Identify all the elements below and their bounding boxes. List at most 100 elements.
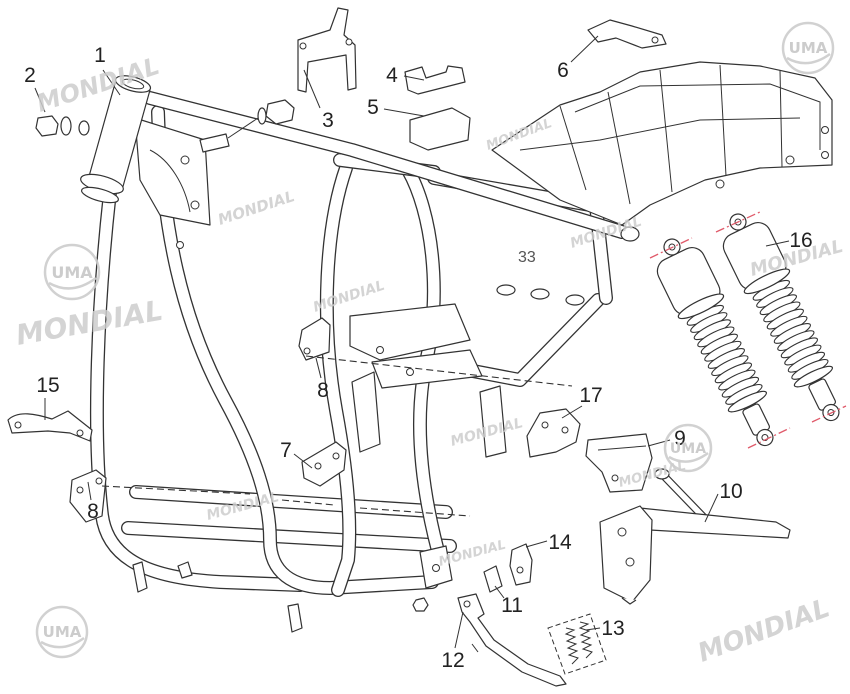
callout-8-upper: 8 xyxy=(317,379,329,402)
leader-2 xyxy=(34,87,46,113)
stand-hole xyxy=(617,527,627,537)
callout-10: 10 xyxy=(719,480,742,503)
small-bracket xyxy=(132,561,148,593)
mount-hole xyxy=(406,368,414,376)
part-10-center-stand xyxy=(599,468,791,605)
logo-text: UMA xyxy=(789,39,828,57)
brand-watermark: MONDIAL xyxy=(13,294,165,352)
callout-11: 11 xyxy=(501,594,523,617)
callout-15: 15 xyxy=(36,374,59,397)
small-nut xyxy=(412,597,429,612)
logo-swoosh xyxy=(668,451,709,463)
leader-7 xyxy=(293,453,313,469)
leader-4 xyxy=(403,75,425,81)
bracket-hole xyxy=(541,421,549,429)
washer xyxy=(257,107,267,125)
plate xyxy=(298,317,331,361)
callout-1: 1 xyxy=(94,44,106,67)
callout-6: 6 xyxy=(557,59,569,82)
bracket-hole xyxy=(651,36,659,44)
bracket-fold xyxy=(597,445,647,451)
callout-5: 5 xyxy=(367,96,379,119)
head-bolt-assembly xyxy=(199,99,295,153)
bottom-rail-lower xyxy=(128,528,450,546)
leader-13 xyxy=(585,627,601,631)
center-line xyxy=(747,427,791,449)
seat-pan-crossbar xyxy=(519,117,801,151)
plate-hole xyxy=(314,462,322,470)
bracket xyxy=(297,7,357,93)
rear-gusset-right xyxy=(479,385,507,458)
rod-end xyxy=(654,468,670,480)
spring xyxy=(578,621,593,659)
leader-8-lower xyxy=(87,481,92,501)
part-3-bracket xyxy=(297,7,357,93)
gusset-edge xyxy=(149,149,191,213)
part-2-nut-washers xyxy=(35,115,90,137)
seat-pan-rib xyxy=(719,64,727,177)
bracket-hole xyxy=(516,566,524,574)
center-line xyxy=(811,405,847,423)
part-15-strap xyxy=(7,410,93,442)
seat-pan-rib xyxy=(559,105,587,191)
part-13-springs xyxy=(547,613,607,675)
leader-8-upper xyxy=(315,357,322,379)
cover-rim xyxy=(677,293,725,320)
shock-mount-boss xyxy=(620,226,640,242)
part-6-bracket xyxy=(587,19,667,49)
shock-spring xyxy=(684,301,765,409)
bracket xyxy=(585,433,653,493)
head-gusset-plate xyxy=(134,117,211,226)
engine-mount-bushing xyxy=(565,294,585,306)
part-12-side-stand xyxy=(457,593,567,687)
leader-14 xyxy=(525,540,548,548)
leader-lines xyxy=(34,35,790,649)
assembly-line xyxy=(359,507,471,517)
part-9-bracket xyxy=(585,433,653,493)
leader-5 xyxy=(383,108,425,117)
spring-seat xyxy=(793,365,834,388)
leader-12 xyxy=(454,611,464,649)
engine-mount-bushing xyxy=(496,284,516,296)
bracket-hole xyxy=(611,474,619,482)
plate-hole xyxy=(303,347,311,355)
callout-2: 2 xyxy=(24,64,36,87)
uma-logo: UMA xyxy=(781,21,835,75)
brand-watermark: MONDIAL xyxy=(216,187,297,229)
part-8-plate-lower xyxy=(69,469,107,523)
cover-rim xyxy=(743,268,791,295)
rear-seat-pan xyxy=(491,61,833,226)
spring-set-outline xyxy=(547,613,607,675)
callout-16: 16 xyxy=(789,229,812,252)
logo-text: UMA xyxy=(670,441,706,457)
bolt-axis xyxy=(227,117,259,139)
head-tube-bore xyxy=(121,78,145,90)
part-8-plate-upper xyxy=(298,317,331,361)
bracket xyxy=(526,408,581,458)
part-14-bracket xyxy=(509,543,533,586)
stand-arm xyxy=(639,507,791,539)
spring xyxy=(564,627,579,665)
shock-spring xyxy=(750,276,831,384)
small-bolt xyxy=(471,643,479,653)
stand-hole xyxy=(625,557,635,567)
part-17-bracket xyxy=(526,408,581,458)
leader-16 xyxy=(765,240,790,247)
strap-hole xyxy=(76,429,84,437)
frame: 33 xyxy=(80,61,833,590)
callout-8-lower: 8 xyxy=(87,500,99,523)
seat-pan-inner-rim xyxy=(574,83,821,150)
assembly-line xyxy=(281,499,335,506)
logo-text: UMA xyxy=(43,623,82,641)
stand-pivot-hole xyxy=(463,600,471,608)
callout-14: 14 xyxy=(548,531,572,554)
rear-gusset-left xyxy=(351,371,381,453)
uma-logo: UMA xyxy=(43,243,101,301)
logo-text: UMA xyxy=(51,263,93,282)
strap-hole xyxy=(14,421,22,429)
callout-4: 4 xyxy=(386,64,398,87)
callouts: 1 2 3 4 5 6 7 8 8 9 10 11 12 13 14 15 16… xyxy=(24,44,813,672)
spring-seat xyxy=(727,390,768,413)
washer xyxy=(78,120,90,136)
